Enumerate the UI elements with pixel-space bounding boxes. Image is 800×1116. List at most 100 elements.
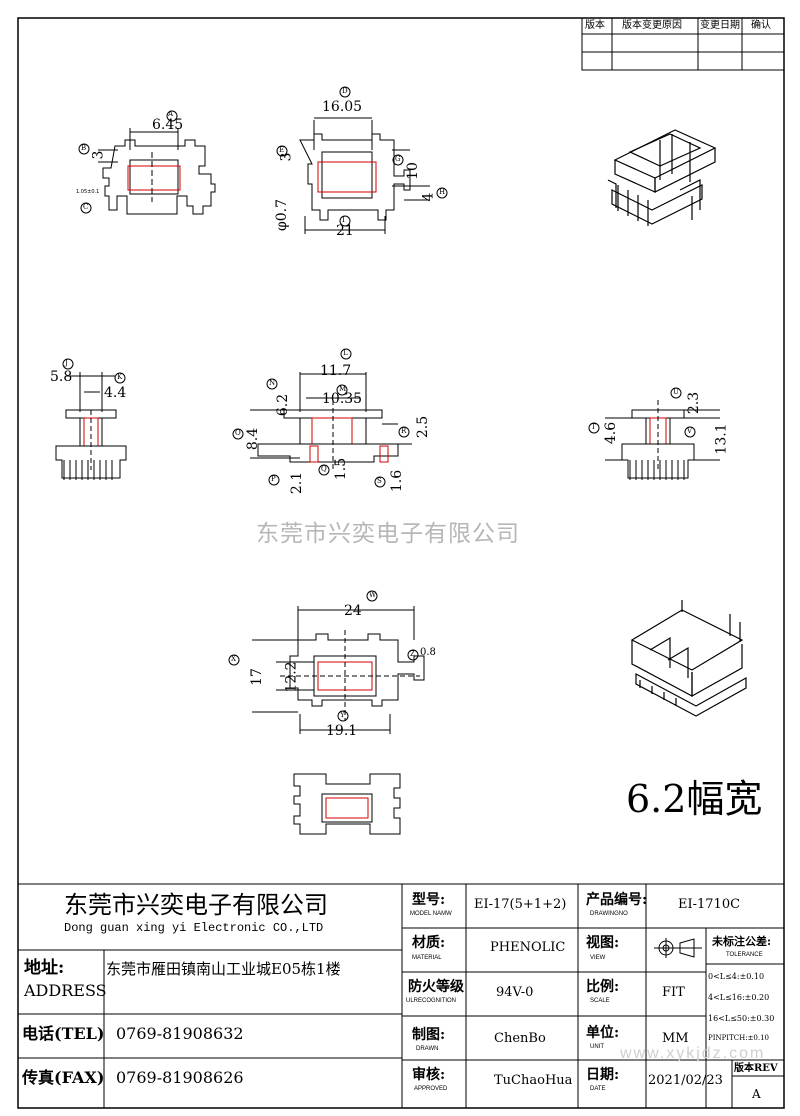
dim-1-5: 1.5 (333, 457, 350, 481)
fire-label-cn: 防火等级 (408, 979, 464, 995)
product-no-label-cn: 产品编号: (586, 892, 648, 908)
callout-s: S (377, 477, 382, 485)
callout-z: Z (410, 650, 415, 658)
dim-0-8: 0.8 (420, 647, 436, 658)
dim-6-2: 6.2 (275, 393, 292, 417)
dim-4-4: 4.4 (104, 385, 127, 401)
callout-n: N (269, 379, 276, 387)
dim-2-1: 2.1 (289, 471, 306, 495)
view-label-en: VIEW (590, 955, 606, 961)
model-label-en: MODEL NAMW (410, 911, 452, 917)
sheet-frame (17, 17, 785, 1109)
dim-12-2: 12.2 (283, 661, 300, 693)
dim-10-35: 10.35 (322, 391, 363, 407)
rev-header-version: 版本 (585, 20, 605, 31)
fax-value: 0769-81908626 (116, 1068, 244, 1087)
view-bottom (228, 590, 425, 734)
model-label-cn: 型号: (412, 892, 446, 908)
callout-k: K (117, 373, 123, 381)
callout-v: V (687, 427, 693, 435)
dim-19-1: 19.1 (326, 723, 358, 739)
rev-label: 版本REV (734, 1063, 778, 1074)
callout-y: Y (340, 711, 345, 719)
projection-symbol-icon (654, 938, 702, 958)
unit-label-en: UNIT (590, 1044, 604, 1050)
dim-6-45: 6.45 (152, 117, 184, 133)
drawn-value: ChenBo (494, 1031, 546, 1046)
address-label-en: ADDRESS (24, 981, 107, 1000)
material-value: PHENOLIC (490, 940, 566, 955)
dim-2-5: 2.5 (415, 415, 432, 439)
address-label-cn: 地址: (24, 958, 65, 978)
view-side-left (55, 358, 127, 480)
callout-l: L (343, 349, 348, 357)
dim-pin-dia: φ0.7 (274, 198, 291, 232)
view-iso-bottom (630, 600, 747, 717)
callout-j: J (65, 359, 68, 367)
rev-header-date: 变更日期 (700, 20, 740, 31)
width-note: 6.2幅宽 (626, 777, 763, 821)
rev-header-confirm: 确认 (751, 20, 771, 31)
callout-a: A (168, 110, 174, 118)
product-no-label-en: DRAWINGNO (590, 911, 628, 917)
callout-d: D (342, 87, 348, 95)
rev-value: A (752, 1087, 761, 1101)
rev-header-reason: 版本变更原因 (622, 20, 682, 31)
dim-2-3: 2.3 (686, 391, 703, 415)
product-no-value: EI-1710C (678, 897, 741, 912)
scale-label-cn: 比例: (586, 979, 620, 995)
callout-u: U (673, 388, 679, 396)
dim-16-05: 16.05 (322, 99, 363, 115)
callout-q: Q (321, 465, 327, 473)
callout-m: M (339, 385, 347, 393)
fire-label-en: ULRECOGNITION (406, 998, 457, 1004)
dim-13-1: 13.1 (713, 423, 730, 455)
model-value: EI-17(5+1+2) (474, 897, 567, 912)
view-side-mid (232, 348, 412, 488)
dim-10: 10 (404, 162, 421, 180)
dim-1-6: 1.6 (389, 469, 406, 493)
dim-4-6: 4.6 (603, 421, 620, 445)
dim-24: 24 (344, 603, 362, 619)
watermark-url: www.xykjdz.com (620, 1045, 766, 1062)
material-label-cn: 材质: (412, 935, 446, 951)
approved-label-cn: 审核: (412, 1067, 446, 1083)
callout-p: P (271, 475, 276, 483)
callout-x: X (231, 655, 236, 663)
scale-label-en: SCALE (590, 998, 610, 1004)
view-base-plate (293, 773, 401, 835)
address-value: 东莞市雁田镇南山工业城E05栋1楼 (106, 960, 341, 978)
tel-value: 0769-81908632 (116, 1024, 244, 1043)
view-iso-top (607, 129, 717, 226)
tolerance-4: PINPITCH:±0.10 (708, 1034, 770, 1042)
callout-c: C (83, 203, 89, 211)
date-label-en: DATE (590, 1086, 606, 1092)
dim-8-4: 8.4 (245, 427, 262, 451)
dim-5-8: 5.8 (50, 369, 73, 385)
unit-label-cn: 单位: (586, 1025, 620, 1041)
unit-value: MM (662, 1031, 689, 1046)
view-label-cn: 视图: (586, 935, 620, 951)
watermark-text: 东莞市兴奕电子有限公司 (256, 521, 520, 547)
view-top-left (78, 110, 216, 215)
revision-table (581, 17, 785, 71)
callout-t: T (591, 423, 596, 431)
tolerance-label-en: TOLERANCE (726, 952, 763, 958)
callout-w: W (369, 591, 377, 599)
dim-21: 21 (336, 223, 354, 239)
drawn-label-en: DRAWN (416, 1046, 439, 1052)
dim-3-left: 3 (90, 150, 107, 160)
drawn-label-cn: 制图: (412, 1027, 446, 1043)
date-value: 2021/02/23 (648, 1073, 723, 1088)
tolerance-1: 0<L≤4:±0.10 (708, 972, 765, 981)
date-label-cn: 日期: (586, 1067, 620, 1083)
dim-4: 4 (420, 192, 437, 202)
title-block-grid (18, 883, 784, 1108)
callout-h: H (439, 188, 446, 196)
tel-label: 电话(TEL) (22, 1024, 105, 1043)
tolerance-3: 16<L≤50:±0.30 (708, 1014, 775, 1023)
note-small: 1.05±0.1 (76, 189, 100, 195)
view-side-right (588, 387, 720, 480)
